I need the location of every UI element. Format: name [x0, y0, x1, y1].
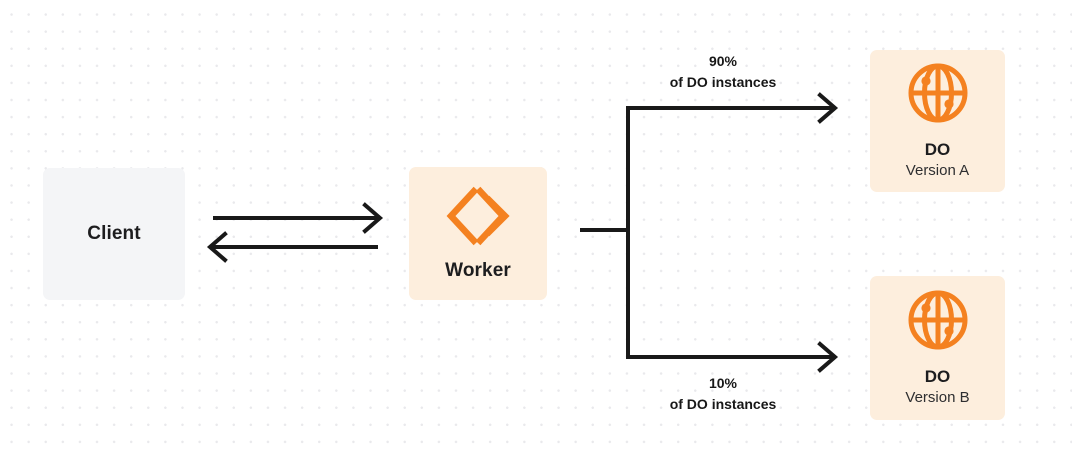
edge-label-do-a-text: of DO instances [669, 74, 777, 90]
globe-icon [907, 289, 969, 351]
edge-label-do-a-percent: 90% [708, 53, 738, 69]
edge-label-do-a: 90% of DO instances [625, 51, 821, 93]
edge-worker-to-client [206, 231, 378, 263]
edge-label-do-b-text: of DO instances [669, 396, 777, 412]
node-do-a-sublabel: Version A [905, 161, 970, 179]
node-do-version-b[interactable]: DO Version B [870, 276, 1005, 420]
node-worker[interactable]: Worker [409, 167, 547, 300]
node-do-b-sublabel: Version B [905, 388, 970, 406]
edge-client-to-worker [213, 202, 384, 234]
edge-worker-to-do-b [626, 341, 839, 373]
node-do-version-a[interactable]: DO Version A [870, 50, 1005, 192]
edge-label-do-b-percent: 10% [708, 375, 738, 391]
edge-branch-trunk [580, 106, 630, 359]
edge-label-do-b: 10% of DO instances [625, 373, 821, 415]
node-client[interactable]: Client [43, 168, 185, 300]
edge-worker-to-do-a [626, 92, 839, 124]
node-do-a-label: DO [924, 139, 951, 159]
cloudflare-workers-icon [445, 185, 511, 247]
node-client-label: Client [87, 222, 141, 244]
node-worker-label: Worker [445, 260, 511, 282]
node-do-b-label: DO [924, 366, 951, 386]
globe-icon [907, 62, 969, 124]
